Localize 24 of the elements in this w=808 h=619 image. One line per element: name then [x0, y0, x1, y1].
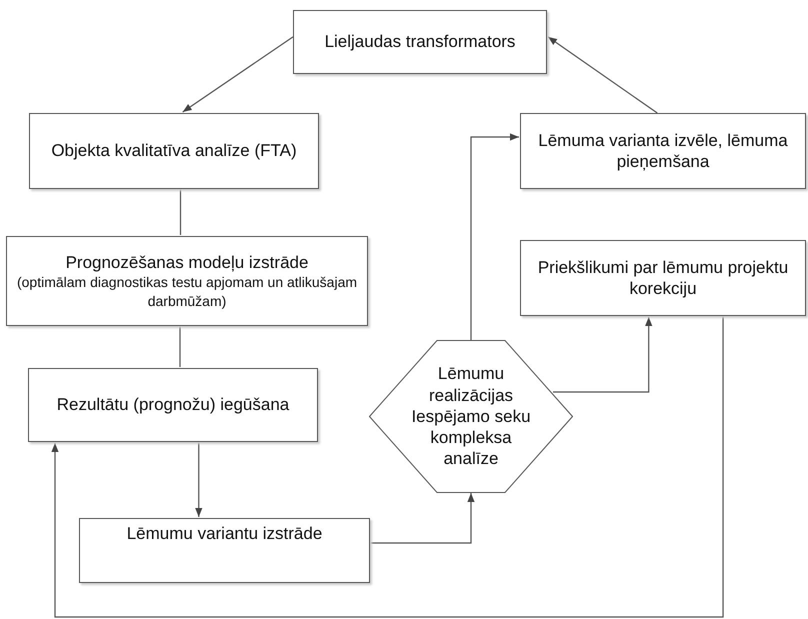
arrow: [470, 133, 519, 340]
box-note: (optimālam diagnostikas testu apjomam un atlikušajam darbmūžam): [16, 273, 358, 310]
arrow: [51, 316, 724, 618]
process-box: [293, 10, 547, 74]
decision-hexagon: [369, 340, 573, 493]
arrow: [553, 317, 652, 393]
arrow: [182, 36, 294, 112]
box-label: Prognozēšanas modeļu izstrāde: [66, 252, 308, 274]
arrow: [195, 442, 202, 517]
process-box: [79, 518, 370, 583]
process-box: [6, 236, 368, 326]
process-box: [29, 113, 319, 189]
arrow: [370, 493, 475, 544]
box-label: Rezultātu (prognožu) iegūšana: [56, 394, 290, 416]
box-label: Lēmumu realizācijas Iespējamo seku kompleksa analīze: [410, 363, 532, 470]
box-label: Lēmuma varianta izvēle, lēmuma pieņemšana: [537, 130, 789, 172]
box-label: Priekšlikumi par lēmumu projektu korekciju: [536, 256, 790, 300]
box-label: Lēmumu variantu izstrāde: [126, 523, 322, 544]
process-box: [520, 113, 806, 189]
process-box: [28, 368, 318, 442]
box-label: Lieljaudas transformators: [324, 31, 516, 53]
arrow: [548, 36, 658, 114]
box-label: Objekta kvalitatīva analīze (FTA): [51, 140, 297, 162]
process-box: [520, 240, 806, 316]
